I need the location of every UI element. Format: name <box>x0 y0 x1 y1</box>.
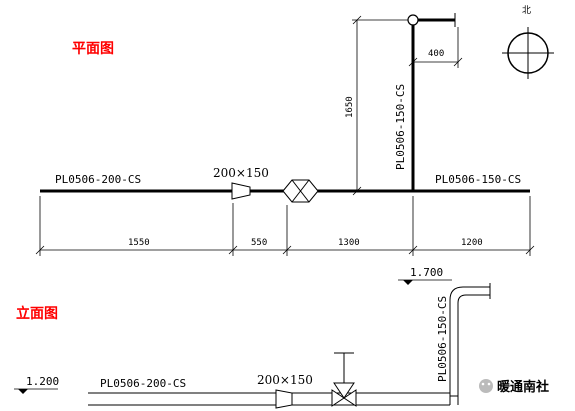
elevation-view: 立面图 1.200 1.700 200×150 <box>14 266 491 409</box>
riser-top-circle-icon <box>407 14 419 26</box>
north-label: 北 <box>522 5 531 15</box>
elevation-reducer-icon <box>275 389 293 409</box>
reducer-icon <box>231 182 251 200</box>
elevation-reducer-label: 200×150 <box>257 373 313 387</box>
plan-reducer-label: 200×150 <box>213 166 269 180</box>
watermark-logo-icon <box>479 379 493 393</box>
elevation-main-pipe-label: PL0506-200-CS <box>100 377 186 390</box>
top-dimension <box>408 27 463 68</box>
watermark: 暖通南社 <box>479 379 549 394</box>
plan-view: 平面图 北 200×150 PL0506-200-CS PL0506-150-C <box>35 5 554 256</box>
dim-1550: 1550 <box>128 238 150 248</box>
level-left-label: 1.200 <box>26 375 59 388</box>
plan-title: 平面图 <box>72 41 114 57</box>
valve-icon <box>282 179 319 203</box>
dim-400: 400 <box>428 49 444 59</box>
dim-1300: 1300 <box>338 238 360 248</box>
plan-main-pipe-label: PL0506-200-CS <box>55 173 141 186</box>
dim-550: 550 <box>251 238 267 248</box>
level-marker-right <box>398 279 452 285</box>
vertical-dimension <box>352 15 408 196</box>
dim-1200: 1200 <box>461 238 483 248</box>
dim-1650: 1650 <box>345 96 355 118</box>
watermark-text: 暖通南社 <box>497 379 549 394</box>
elevation-riser-pipe-label: PL0506-150-CS <box>436 296 449 382</box>
elevation-title: 立面图 <box>16 305 58 322</box>
elevation-valve-icon <box>331 352 357 407</box>
plan-riser-pipe-label: PL0506-150-CS <box>394 84 407 170</box>
elevation-riser-pipe <box>457 294 490 405</box>
level-marker-left <box>14 388 58 394</box>
bottom-dimension-chain <box>35 196 535 256</box>
plan-branch-pipe-label: PL0506-150-CS <box>435 173 521 186</box>
level-right-label: 1.700 <box>410 266 443 279</box>
north-compass-icon <box>502 27 554 79</box>
